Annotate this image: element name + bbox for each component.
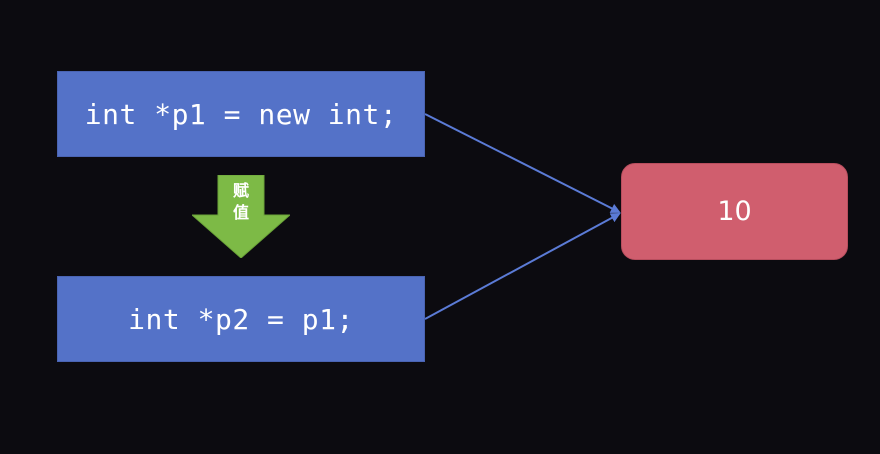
heap-value: 10 [717,196,752,227]
assign-label-char-2: 值 [232,203,249,222]
pointer-line-p1 [424,113,621,213]
assign-label-char-1: 赋 [232,181,249,200]
statement-p2-box: int *p2 = p1; [57,276,425,362]
pointer-line-p2 [424,213,621,320]
statement-p1-box: int *p1 = new int; [57,71,425,157]
statement-p1-code: int *p1 = new int; [84,97,398,131]
assign-down-arrow-icon [192,175,290,258]
heap-value-box: 10 [621,163,848,260]
statement-p2-code: int *p2 = p1; [128,302,354,336]
assign-label: 赋 值 [226,180,256,224]
